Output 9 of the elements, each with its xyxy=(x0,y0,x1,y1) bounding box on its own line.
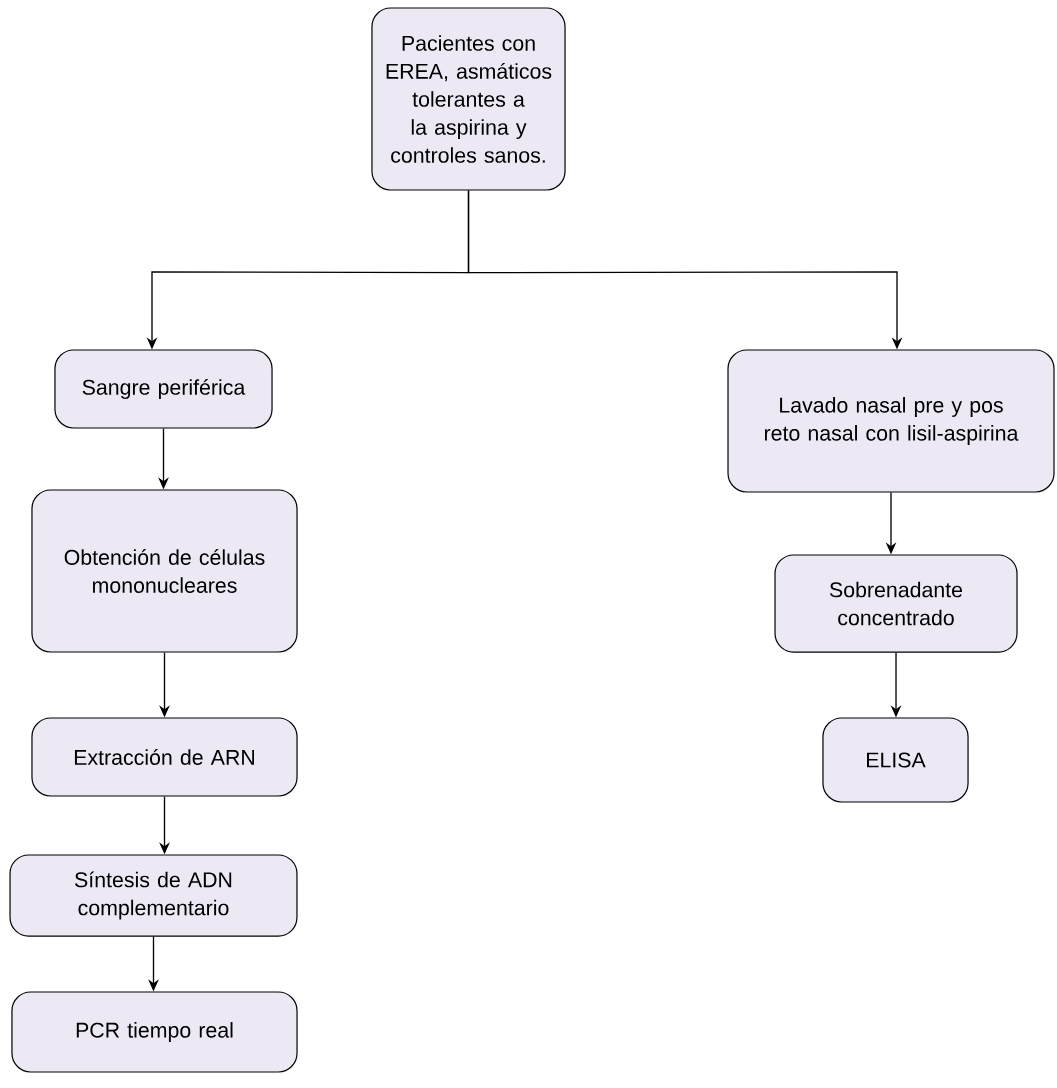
process-box: Síntesis de ADN complementario xyxy=(9,854,298,937)
process-box: Pacientes con EREA, asmáticos tolerantes a la aspirina y controles sanos. xyxy=(371,7,566,191)
process-box: Sangre periférica xyxy=(54,349,273,429)
process-box: Sobrenadante concentrado xyxy=(774,554,1018,653)
process-box: PCR tiempo real xyxy=(11,991,298,1073)
process-box: Lavado nasal pre y pos reto nasal con lisil-aspirina xyxy=(727,349,1055,493)
process-box: Obtención de células mononucleares xyxy=(31,489,298,653)
process-box: Extracción de ARN xyxy=(31,717,298,797)
process-box: ELISA xyxy=(822,717,969,803)
